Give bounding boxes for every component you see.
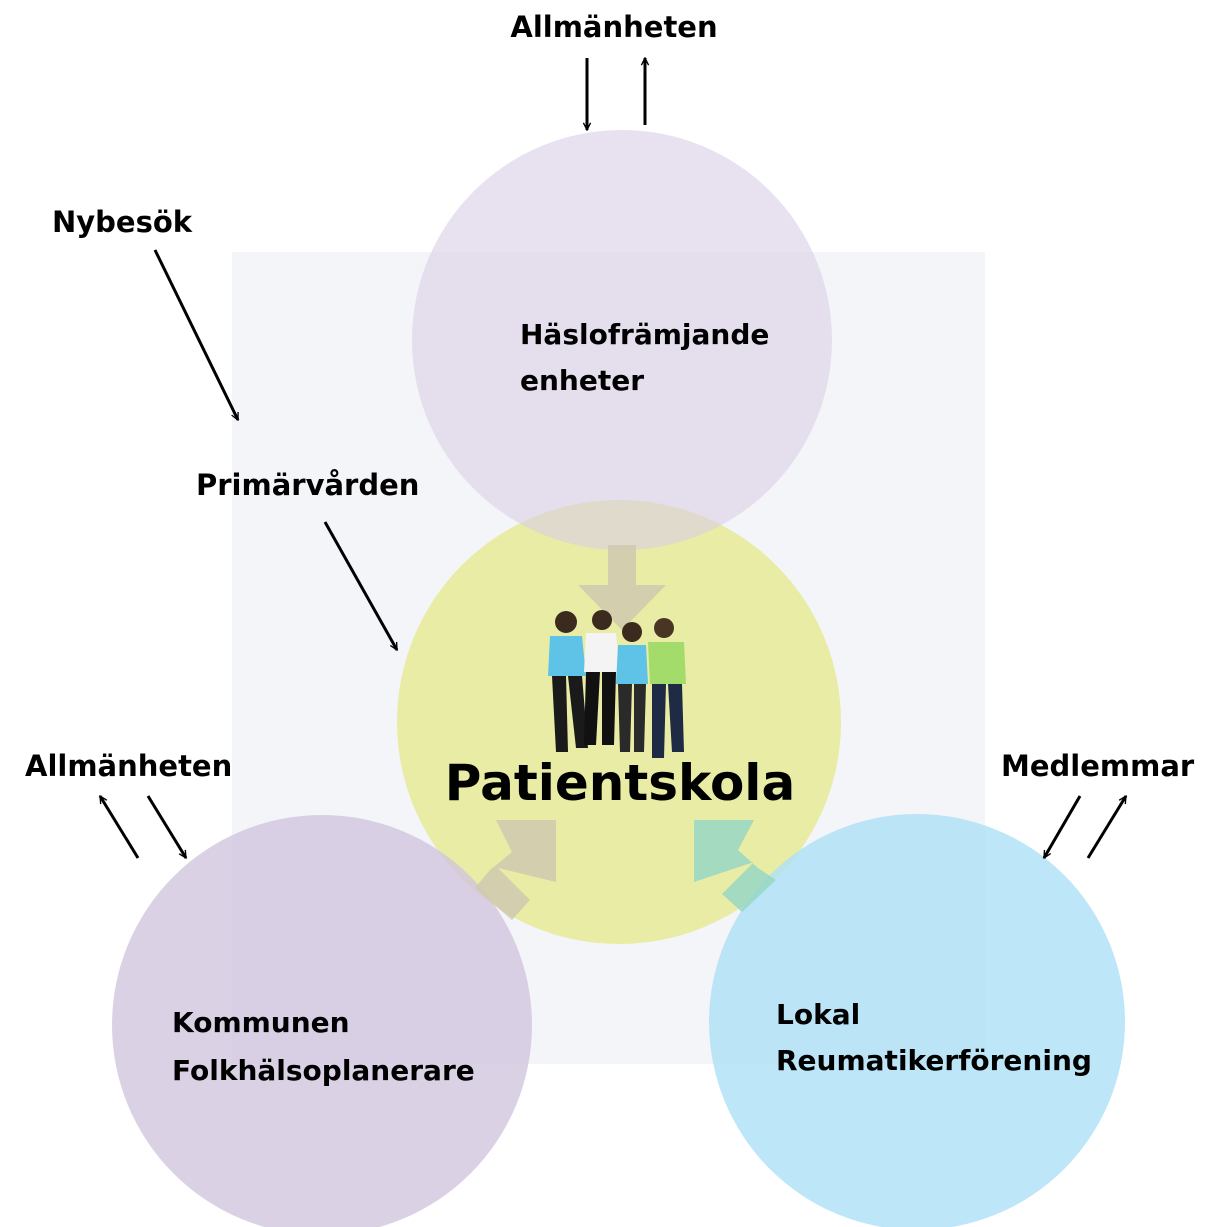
arrow-nybesok [153,249,240,420]
label-medlemmar: Medlemmar [1001,749,1195,783]
right-circle-line1: Lokal [776,998,860,1031]
center-title: Patientskola [445,754,795,812]
halsoframjande-circle [412,130,832,550]
arrow-medlemmar-up [1086,796,1128,859]
top-circle-line1: Häslofrämjande [520,318,769,351]
arrow-allmanheten-left-up [98,796,140,859]
reumatikerforening-circle [709,814,1125,1227]
label-primarvarden: Primärvården [196,468,419,502]
label-nybesok: Nybesök [52,205,193,239]
arrow-primarvarden [323,521,399,650]
flow-arrow-from-right [694,820,776,912]
right-circle-line2: Reumatikerförening [776,1044,1092,1077]
people-walking-photo [548,610,686,758]
left-circle-line2: Folkhälsoplanerare [172,1054,475,1087]
label-allmanheten-top: Allmänheten [510,10,717,44]
label-allmanheten-left: Allmänheten [25,749,232,783]
arrow-allmanheten-left-down [146,795,188,858]
top-circle-line2: enheter [520,364,644,397]
kommunen-circle [112,815,532,1227]
arrow-medlemmar-down [1042,795,1082,858]
flow-arrow-down [578,545,666,630]
left-circle-line1: Kommunen [172,1006,350,1039]
flow-arrow-from-left [475,820,556,920]
